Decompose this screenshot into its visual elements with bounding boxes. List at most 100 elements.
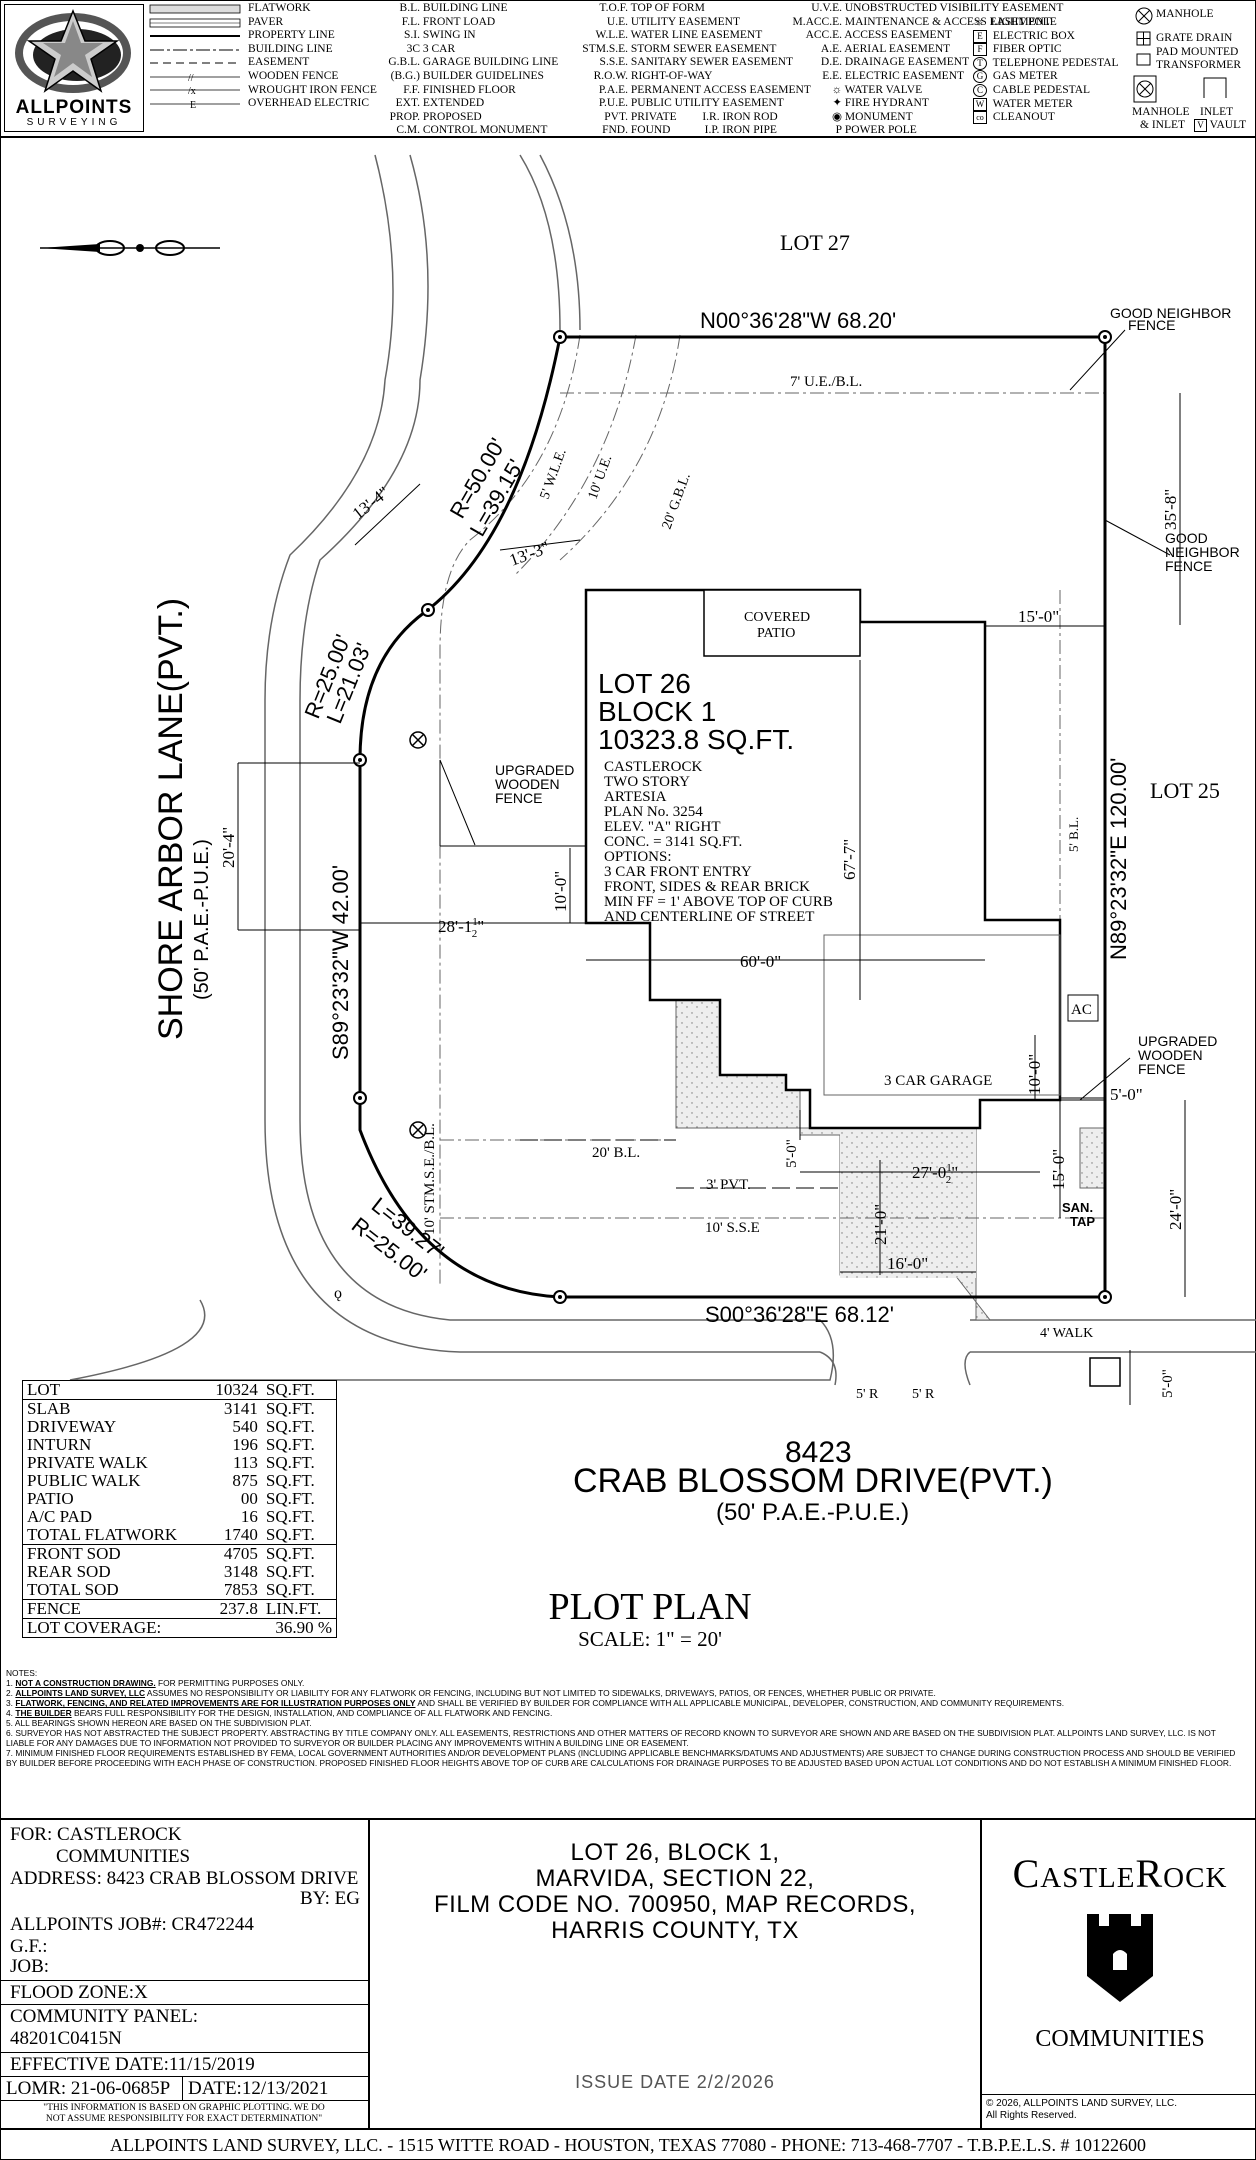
abbr: G.B.L.	[388, 56, 420, 69]
note-item: 5. ALL BEARINGS SHOWN HEREON ARE BASED O…	[6, 1718, 1246, 1728]
abbr: C.M.	[396, 124, 420, 137]
north-arrow-icon	[40, 240, 220, 256]
symbol-text: CLEANOUT	[992, 111, 1055, 124]
job-info: FOR: CASTLEROCK COMMUNITIES ADDRESS: 842…	[0, 1820, 370, 2128]
good-neighbor-fence-2c: FENCE	[1165, 558, 1212, 574]
house-info-line: 3 CAR FRONT ENTRY	[604, 864, 752, 880]
side-walk	[1079, 1127, 1105, 1189]
abbr-text: UNOBSTRUCTED VISIBILITY EASEMENT	[844, 2, 1064, 14]
abbr-text: MONUMENT	[844, 110, 913, 123]
note-text: BEARS FULL RESPONSIBILITY FOR THE DESIGN…	[71, 1708, 553, 1718]
table-row: LOT COVERAGE:36.90 %	[22, 1618, 337, 1638]
dim-10-0b: 10'-0"	[1025, 1054, 1044, 1095]
abbr-text: WATER VALVE	[844, 83, 923, 96]
builder-brand: CASTLEROCK COMMUNITIES © 2026, ALLPOINTS…	[980, 1820, 1256, 2128]
vault-label: VAULT	[1209, 119, 1247, 131]
vault-icon: V	[1194, 119, 1207, 132]
note-num: 3.	[6, 1698, 13, 1708]
abbr: M.ACC.E.	[792, 15, 842, 28]
note-item: 6. SURVEYOR HAS NOT ABSTRACTED THE SUBJE…	[6, 1728, 1246, 1748]
abbreviations-col-3: U.V.E. UNOBSTRUCTED VISIBILITY EASEMENT …	[780, 2, 1080, 138]
flood-zone: FLOOD ZONE:X	[10, 1982, 148, 2003]
utility-symbols	[1133, 7, 1227, 103]
lot-25-label: LOT 25	[1150, 778, 1220, 803]
svg-text:E: E	[190, 100, 196, 111]
abbr-text: BUILDING LINE	[422, 2, 508, 14]
street-shore-arbor-easement: (50' P.A.E.-P.U.E.)	[191, 839, 213, 1000]
note-text: ALL BEARINGS SHOWN HEREON ARE BASED ON T…	[14, 1718, 312, 1728]
note-bold: THE BUILDER	[15, 1708, 72, 1718]
row-unit: SQ.FT.	[265, 1507, 315, 1526]
radius-5-label-a: 5' R	[856, 1387, 879, 1402]
house-info-line: ARTESIA	[604, 789, 667, 805]
good-neighbor-fence-1: GOOD NEIGHBOR	[1110, 305, 1231, 321]
row-label: FENCE	[22, 1599, 205, 1619]
row-value: 540	[232, 1417, 258, 1436]
issue-date: ISSUE DATE 2/2/2026	[575, 2072, 775, 2092]
address-number: 8423	[785, 1436, 852, 1469]
symbol-text: ELECTRIC BOX	[992, 29, 1075, 42]
abbr: P.A.E.	[598, 83, 628, 96]
legend-flatwork: FLATWORK	[248, 2, 311, 14]
abbr: F.F.	[403, 83, 420, 96]
water-meter-icon: W	[973, 97, 987, 111]
legal-line: LOT 26, BLOCK 1,	[570, 1839, 780, 1866]
row-value: 00	[240, 1489, 258, 1508]
abbr-text: FINISHED FLOOR	[422, 83, 516, 96]
legend-property-line: PROPERTY LINE	[248, 29, 335, 42]
svg-text://: //	[188, 73, 194, 84]
community-panel: COMMUNITY PANEL:	[10, 2006, 199, 2027]
symbol-text: FIBER OPTIC	[992, 43, 1062, 56]
abbr: S.S.E.	[599, 56, 628, 69]
row-label: PRIVATE WALK	[27, 1453, 148, 1472]
covered-patio	[703, 589, 861, 657]
area-title: 10323.8 SQ.FT.	[598, 724, 794, 755]
abbr: PROP.	[389, 110, 420, 123]
abbr-text: WATER LINE EASEMENT	[630, 29, 763, 42]
castlerock-logo: CASTLEROCK	[982, 1850, 1256, 1897]
plot-plan-scale: SCALE: 1" = 20'	[578, 1627, 722, 1651]
dim-27-whole: 27'-0	[912, 1163, 946, 1182]
bl-20-label: 20' B.L.	[592, 1145, 640, 1161]
symbols-col-4: ☼ LIGHT POLE E ELECTRIC BOX F FIBER OPTI…	[970, 16, 1135, 125]
row-value: 16	[240, 1507, 258, 1526]
abbr-text: DRAINAGE EASEMENT	[844, 56, 970, 69]
monument-centers	[358, 335, 1107, 1299]
note-num: 2.	[6, 1688, 13, 1698]
note-bold: ALLPOINTS LAND SURVEY, LLC	[15, 1688, 145, 1698]
fiber-optic-icon: F	[973, 43, 987, 57]
legal-line: MARVIDA, SECTION 22,	[535, 1865, 815, 1892]
house-info-line: OPTIONS:	[604, 849, 672, 865]
notes-section: NOTES: 1. NOT A CONSTRUCTION DRAWING. FO…	[6, 1668, 1246, 1768]
abbreviations-col-1: B.L. BUILDING LINE F.L. FRONT LOAD S.I. …	[380, 2, 580, 138]
note-bold: NOT A CONSTRUCTION DRAWING.	[15, 1678, 156, 1688]
row-unit: SQ.FT.	[265, 1417, 315, 1436]
san-tap-label: SAN.	[1062, 1200, 1093, 1215]
stm-se-label: 10' STM.S.E./B.L.	[422, 1123, 438, 1235]
abbr-text: TOP OF FORM	[630, 2, 705, 14]
abbr: U.E.	[606, 15, 628, 28]
abbr: F.L.	[401, 15, 420, 28]
dim-13-3: 13'-3"	[507, 538, 552, 570]
drive-apron	[840, 1128, 976, 1278]
south-bearing: S00°36'28"E 68.12'	[705, 1302, 894, 1327]
dim-60-0: 60'-0"	[740, 952, 781, 971]
abbr-text: MAINTENANCE & ACCESS EASEMENT	[844, 15, 1051, 28]
coverage-value: 36.90 %	[261, 1618, 337, 1638]
site-plan-svg: ǫ LOT 27 LOT 25 N00°36'28"W	[40, 154, 1256, 1526]
svg-text:/x: /x	[188, 86, 196, 97]
row-label: PATIO	[27, 1489, 74, 1508]
abbr-text: AERIAL EASEMENT	[844, 42, 951, 55]
abbr: S.I.	[404, 29, 420, 42]
row-label: A/C PAD	[27, 1507, 93, 1526]
ue-10-label: 10' U.E.	[586, 453, 616, 501]
abbr-text: EXTENDED	[422, 97, 485, 110]
pad-mounted-label: PAD MOUNTED	[1156, 46, 1239, 58]
